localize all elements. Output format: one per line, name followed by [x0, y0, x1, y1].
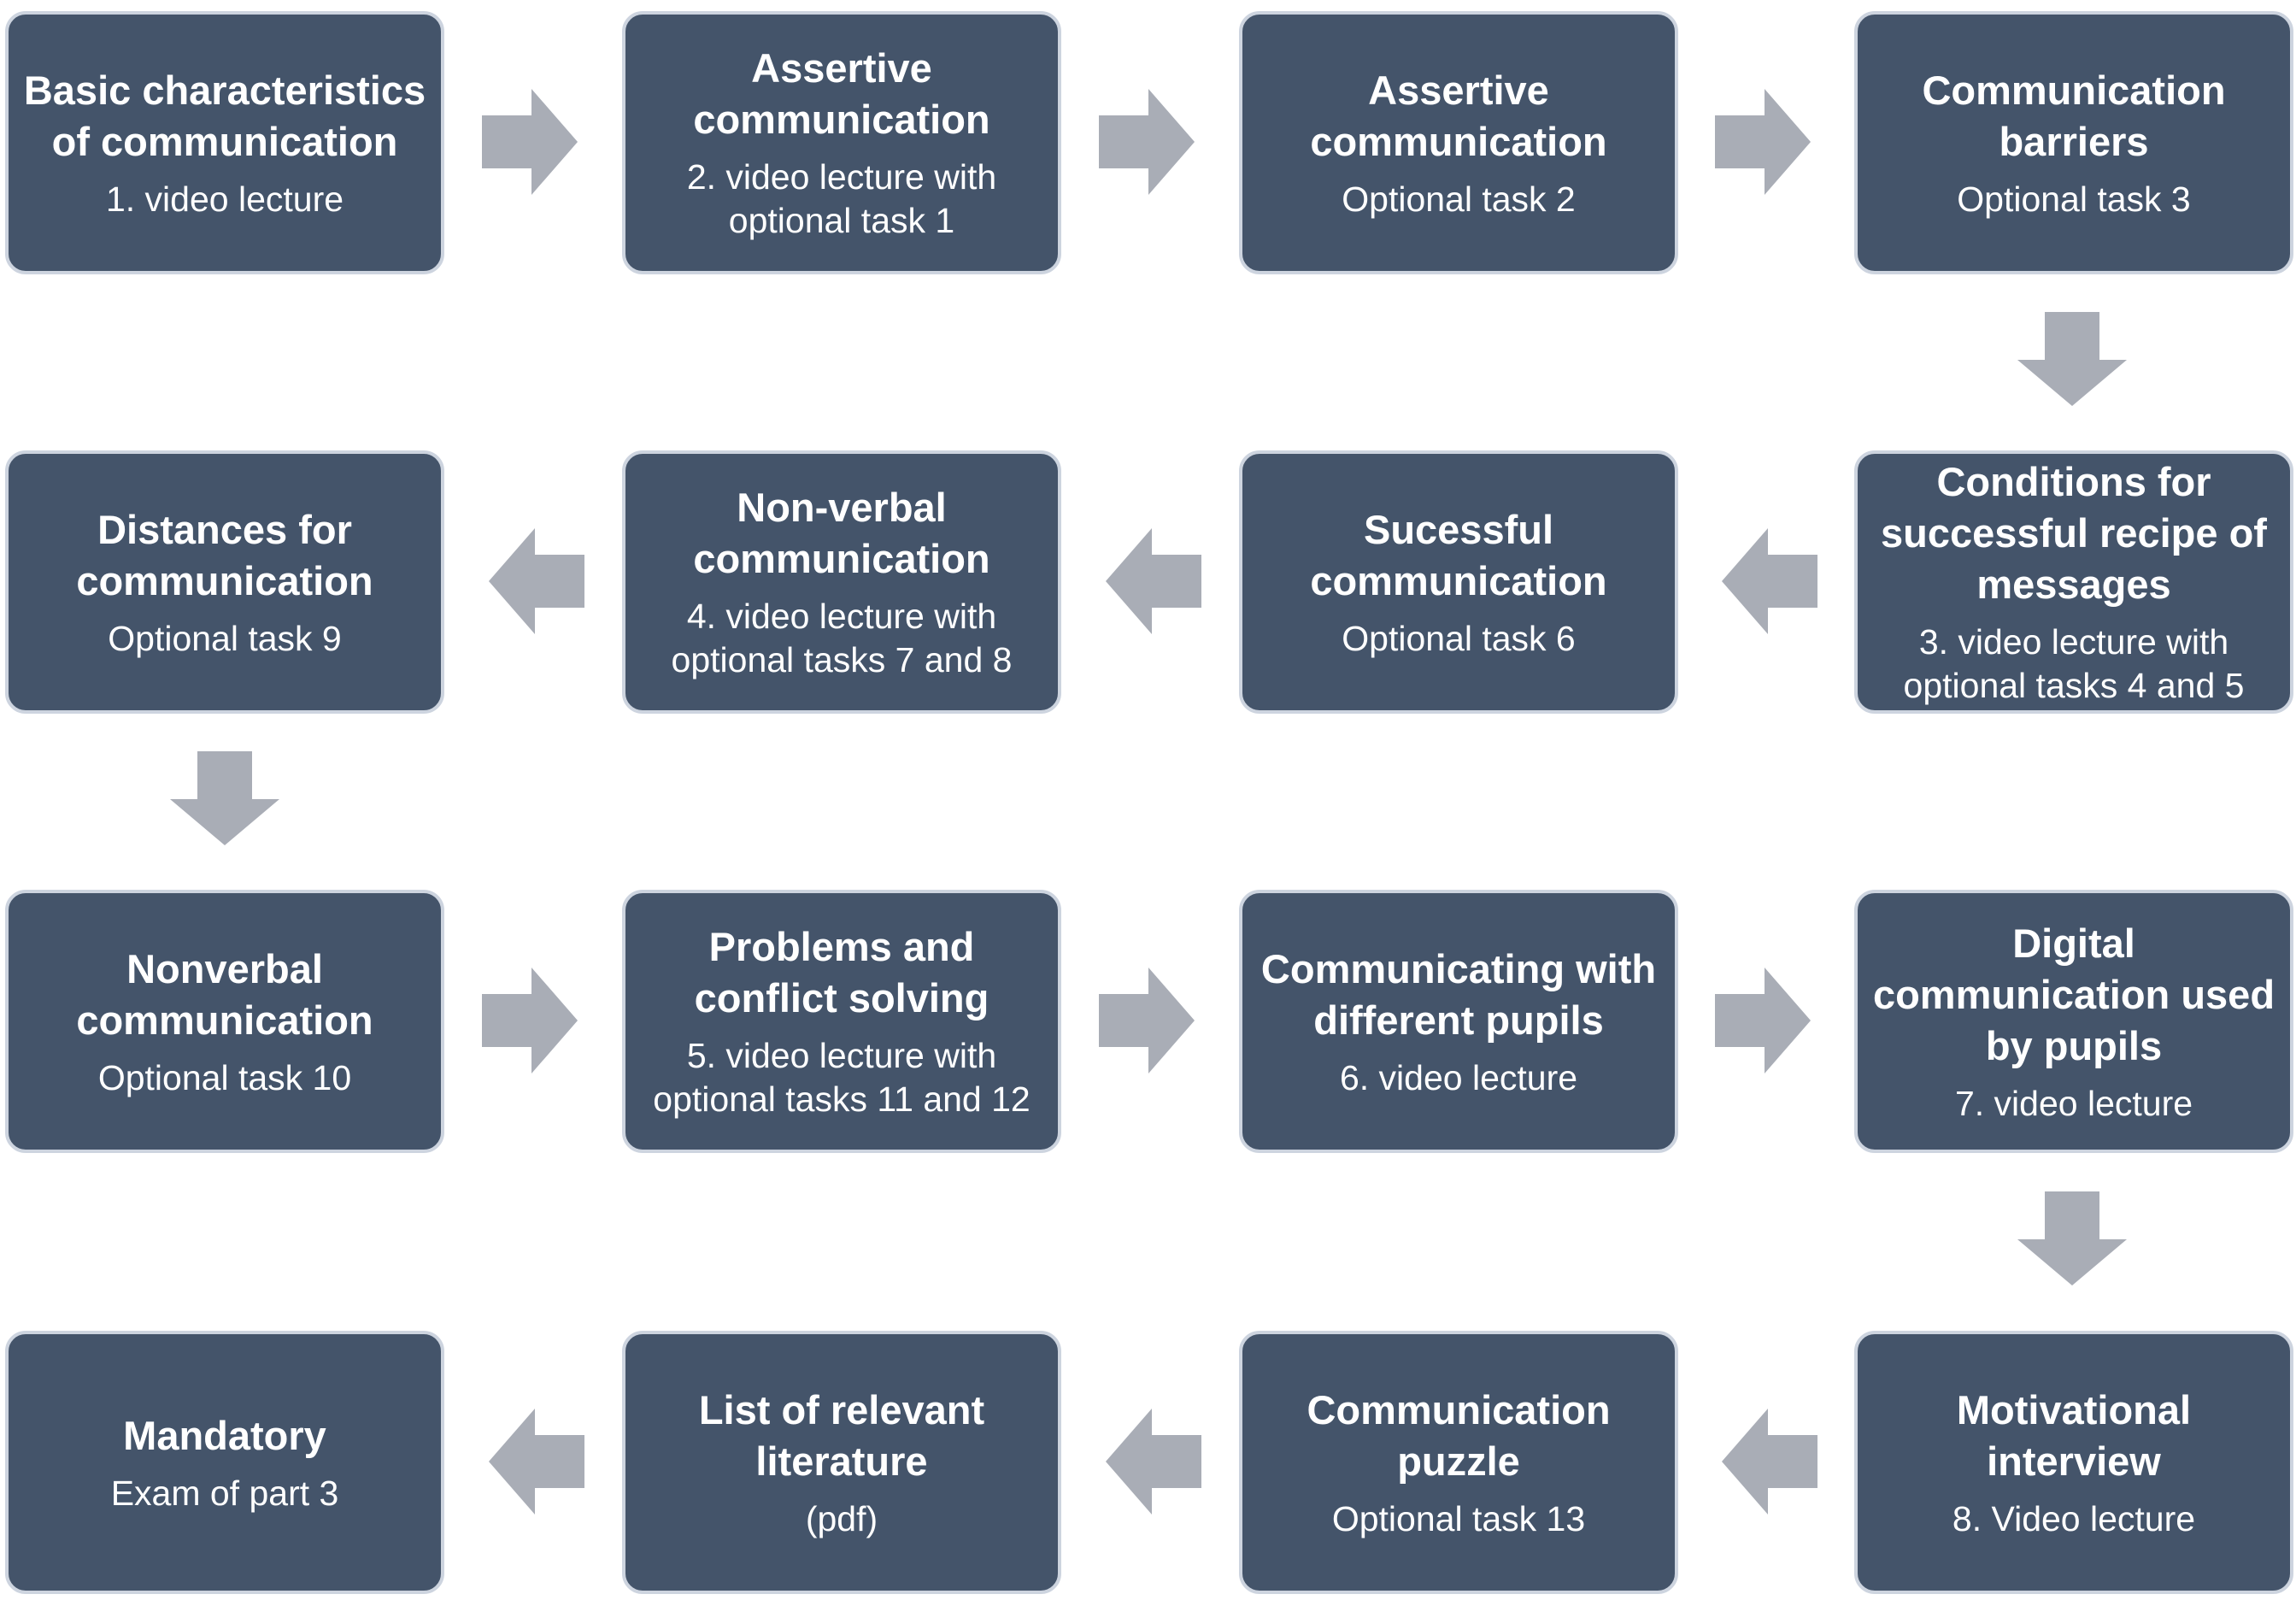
step-title: Digital communication used by pupils	[1872, 920, 2275, 1068]
arrow-down-icon	[170, 751, 279, 845]
step-box: Distances for communication Optional tas…	[5, 450, 444, 714]
step-title: List of relevant literature	[698, 1386, 985, 1484]
step-box: Basic characteristics of communication 1…	[5, 11, 444, 274]
arrow-left-icon	[489, 1409, 584, 1515]
step-box: Problems and conflict solving 5. video l…	[622, 890, 1061, 1153]
step-box: Assertive communication Optional task 2	[1239, 11, 1678, 274]
arrow-left-icon	[1106, 1409, 1201, 1515]
step-title: Communication puzzle	[1307, 1386, 1611, 1484]
step-subtitle: 7. video lecture	[1954, 1083, 2193, 1123]
step-subtitle: 5. video lecture with optional tasks 11 …	[653, 1036, 1031, 1119]
step-subtitle: 4. video lecture with optional tasks 7 a…	[671, 597, 1013, 679]
arrow-left-icon	[1106, 528, 1201, 634]
arrow-right-icon	[1099, 89, 1195, 195]
step-box: Digital communication used by pupils 7. …	[1854, 890, 2293, 1153]
arrow-left-icon	[1722, 1409, 1817, 1515]
step-title: Nonverbal communication	[76, 945, 373, 1043]
step-subtitle: (pdf)	[805, 1498, 878, 1538]
step-box: Communication puzzle Optional task 13	[1239, 1331, 1678, 1594]
step-subtitle: Optional task 2	[1342, 179, 1576, 219]
step-box: Assertive communication 2. video lecture…	[622, 11, 1061, 274]
step-title: Conditions for successful recipe of mess…	[1881, 459, 2267, 607]
step-title: Distances for communication	[76, 506, 373, 603]
arrow-down-icon	[2017, 1191, 2127, 1285]
step-box: Mandatory Exam of part 3	[5, 1331, 444, 1594]
step-box: Communicating with different pupils 6. v…	[1239, 890, 1678, 1153]
arrow-down-icon	[2017, 312, 2127, 406]
step-box: Sucessful communication Optional task 6	[1239, 450, 1678, 714]
step-subtitle: 8. Video lecture	[1952, 1498, 2196, 1538]
step-title: Non-verbal communication	[693, 485, 990, 581]
step-title: Basic characteristics of communication	[23, 67, 426, 164]
step-title: Sucessful communication	[1310, 506, 1607, 603]
step-title: Problems and conflict solving	[694, 924, 989, 1021]
step-subtitle: Optional task 6	[1342, 618, 1576, 658]
step-box: List of relevant literature (pdf)	[622, 1331, 1061, 1594]
step-box: Communication barriers Optional task 3	[1854, 11, 2293, 274]
step-title: Assertive communication	[693, 45, 990, 142]
arrow-left-icon	[1722, 528, 1817, 634]
step-subtitle: 6. video lecture	[1339, 1057, 1578, 1097]
arrow-right-icon	[482, 89, 578, 195]
step-subtitle: Optional task 10	[97, 1057, 352, 1097]
arrow-right-icon	[1715, 968, 1811, 1074]
step-title: Communication barriers	[1922, 67, 2226, 164]
step-subtitle: 3. video lecture with optional tasks 4 a…	[1903, 622, 2245, 705]
step-subtitle: Exam of part 3	[110, 1473, 339, 1513]
arrow-left-icon	[489, 528, 584, 634]
step-subtitle: 1. video lecture	[105, 179, 344, 219]
step-title: Assertive communication	[1310, 67, 1607, 164]
step-title: Mandatory	[123, 1412, 326, 1458]
step-box: Conditions for successful recipe of mess…	[1854, 450, 2293, 714]
arrow-right-icon	[1715, 89, 1811, 195]
step-subtitle: 2. video lecture with optional task 1	[686, 157, 997, 240]
arrow-right-icon	[1099, 968, 1195, 1074]
step-box: Nonverbal communication Optional task 10	[5, 890, 444, 1153]
step-subtitle: Optional task 3	[1957, 179, 2191, 219]
arrow-right-icon	[482, 968, 578, 1074]
step-box: Non-verbal communication 4. video lectur…	[622, 450, 1061, 714]
step-box: Motivational interview 8. Video lecture	[1854, 1331, 2293, 1594]
step-title: Communicating with different pupils	[1260, 945, 1657, 1043]
step-subtitle: Optional task 9	[108, 618, 342, 658]
step-title: Motivational interview	[1956, 1386, 2192, 1484]
step-subtitle: Optional task 13	[1331, 1498, 1586, 1538]
